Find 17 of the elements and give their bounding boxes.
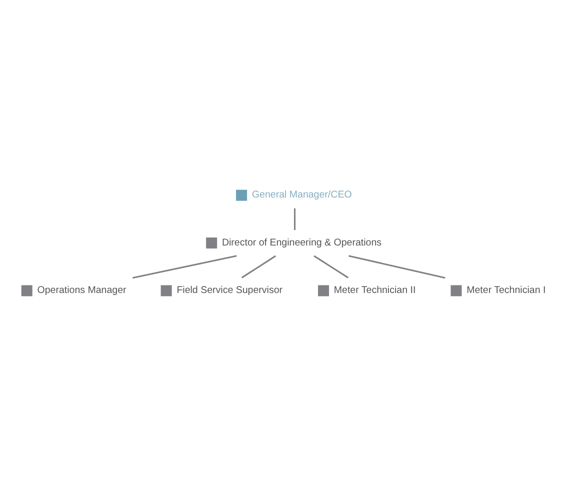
connector: [314, 254, 349, 278]
node-box: [21, 284, 32, 296]
connector: [241, 254, 276, 278]
node-label: Field Service Supervisor: [176, 284, 283, 296]
node-label: Meter Technician I: [466, 284, 546, 296]
node-label: Director of Engineering & Operations: [222, 236, 382, 248]
node-label: General Manager/CEO: [252, 189, 352, 200]
connector: [294, 208, 296, 230]
node-label: Operations Manager: [37, 284, 126, 296]
node-label: Meter Technician II: [334, 284, 416, 296]
node-box: [318, 284, 329, 296]
node-box: [236, 189, 248, 200]
node-box: [160, 284, 172, 296]
node-box: [450, 284, 462, 296]
connector: [348, 254, 446, 278]
node-box: [206, 237, 218, 248]
connector: [132, 254, 237, 278]
